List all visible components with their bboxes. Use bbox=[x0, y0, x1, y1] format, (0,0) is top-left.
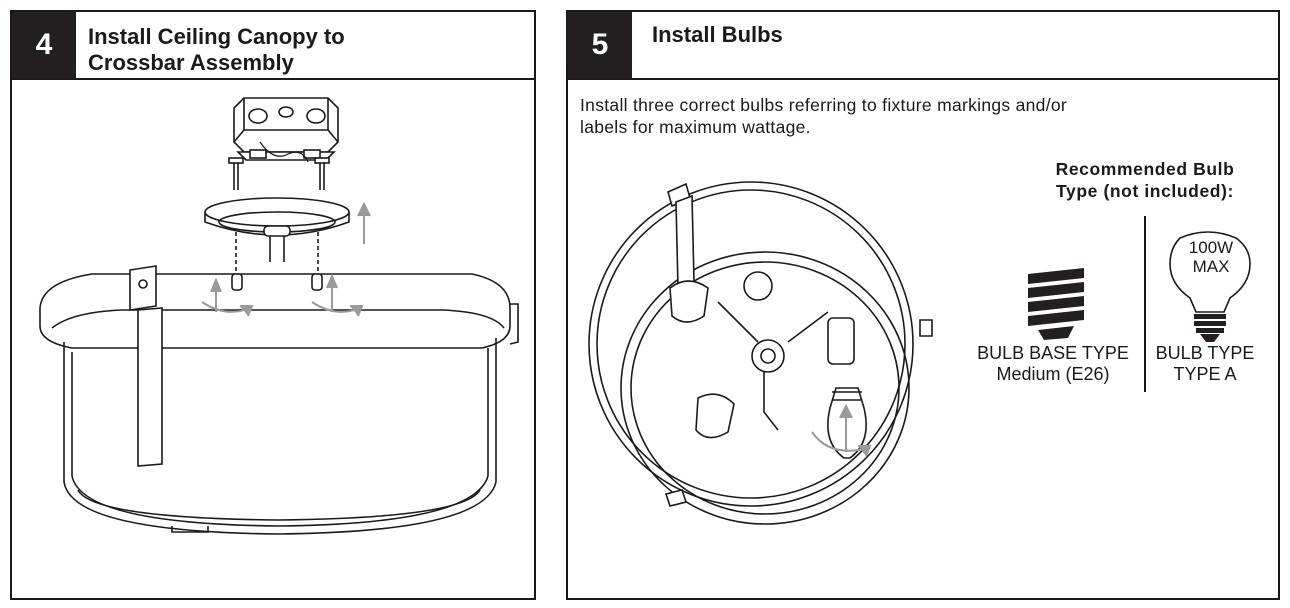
crossbar-studs bbox=[231, 273, 323, 291]
step-5-header-rule bbox=[568, 78, 1278, 80]
fixture-drum bbox=[39, 273, 519, 535]
junction-box bbox=[233, 97, 339, 163]
step-5-number-badge: 5 bbox=[568, 12, 632, 78]
type-label-line2: TYPE A bbox=[1173, 364, 1237, 384]
base-label-line1: BULB BASE TYPE bbox=[977, 343, 1129, 363]
bulb-type-label: BULB TYPE TYPE A bbox=[1150, 343, 1260, 385]
type-a-bulb-icon bbox=[1169, 231, 1251, 342]
side-bracket bbox=[129, 265, 163, 467]
base-label-line2: Medium (E26) bbox=[996, 364, 1110, 384]
canopy-assembly-illustration bbox=[39, 97, 519, 535]
bulb-base-type-label: BULB BASE TYPE Medium (E26) bbox=[970, 343, 1136, 385]
instruction-line1: Install three correct bulbs referring to… bbox=[580, 95, 1068, 115]
recommended-bulb-heading: Recommended Bulb Type (not included): bbox=[1030, 158, 1260, 202]
mounting-screws bbox=[228, 157, 330, 190]
ceiling-canopy bbox=[204, 197, 350, 274]
fixture-rings bbox=[588, 181, 914, 525]
bulb-sockets bbox=[669, 280, 855, 439]
step-4-header-rule bbox=[12, 78, 534, 80]
fixture-bulb-illustration bbox=[588, 181, 1251, 525]
step-4-title-line1: Install Ceiling Canopy to bbox=[88, 24, 345, 49]
bulb-spec-divider bbox=[1144, 216, 1146, 392]
fixture-brackets bbox=[664, 182, 933, 507]
wattage-line1: 100W bbox=[1188, 238, 1234, 257]
type-label-line1: BULB TYPE bbox=[1155, 343, 1255, 363]
recommended-line1: Recommended Bulb bbox=[1055, 159, 1235, 179]
step-4-panel: 4 Install Ceiling Canopy to Crossbar Ass… bbox=[10, 10, 536, 600]
wattage-label: 100W MAX bbox=[1174, 238, 1248, 276]
step-4-title: Install Ceiling Canopy to Crossbar Assem… bbox=[88, 24, 345, 76]
instruction-line2: labels for maximum wattage. bbox=[580, 117, 811, 137]
step-5-title: Install Bulbs bbox=[652, 22, 783, 47]
step-4-number-badge: 4 bbox=[12, 12, 76, 78]
up-arrow-icon bbox=[357, 201, 371, 244]
center-hub bbox=[717, 271, 829, 431]
step-5-panel: 5 Install Bulbs Install three correct bu… bbox=[566, 10, 1280, 600]
rotate-arrow-icon bbox=[811, 403, 872, 457]
step-4-title-line2: Crossbar Assembly bbox=[88, 50, 294, 75]
wattage-line2: MAX bbox=[1192, 257, 1230, 276]
e26-base-icon bbox=[1028, 268, 1084, 340]
rotate-arrow-icons bbox=[201, 273, 364, 317]
step-5-instruction: Install three correct bulbs referring to… bbox=[580, 94, 1180, 138]
recommended-line2: Type (not included): bbox=[1056, 181, 1234, 201]
